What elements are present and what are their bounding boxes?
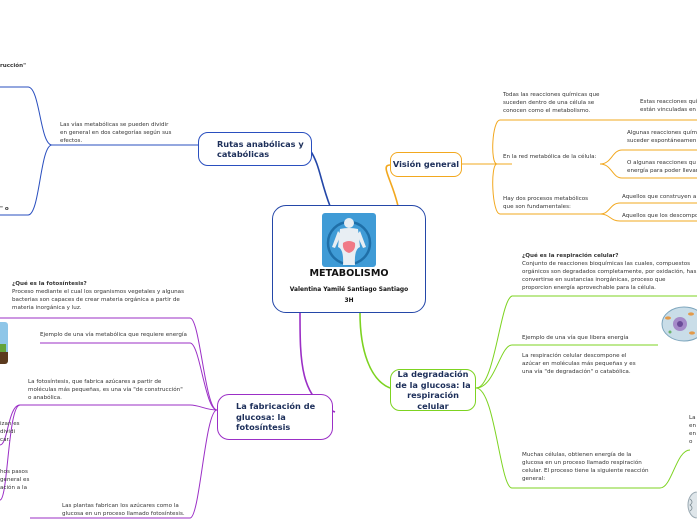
plant-photosynthesis-image bbox=[0, 322, 8, 364]
central-author: Valentina Yamilé Santiago Santiago 3H bbox=[273, 285, 425, 307]
fabricacion-desc: La fotosíntesis, que fabrica azúcares a … bbox=[28, 379, 183, 401]
rutas-edge-top: rucción" bbox=[0, 63, 27, 69]
human-body-icon bbox=[322, 213, 376, 267]
vision-item-3-sub-2: Aquellos que los descompo bbox=[622, 213, 697, 219]
fabricacion-question-block: ¿Qué es la fotosíntesis? Proceso mediant… bbox=[12, 280, 187, 312]
animal-cell-image bbox=[661, 306, 697, 342]
degradacion-example: Ejemplo de una vía que libera energía bbox=[522, 335, 629, 341]
node-degradacion[interactable]: La degradación de la glucosa: la respira… bbox=[390, 369, 476, 411]
fabricacion-plants: Las plantas fabrican los azúcares como l… bbox=[62, 503, 185, 517]
fabricacion-left-2: hos pasos general es ación a la bbox=[0, 469, 30, 491]
node-fabricacion[interactable]: La fabricación de glucosa: la fotosíntes… bbox=[217, 394, 333, 440]
degradacion-question-block: ¿Qué es la respiración celular? Conjunto… bbox=[522, 252, 697, 292]
fabricacion-answer: Proceso mediante el cual los organismos … bbox=[12, 289, 184, 311]
fabricacion-question: ¿Qué es la fotosíntesis? bbox=[12, 281, 87, 287]
vision-item-2-sub-2: O algunas reacciones qu energía para pod… bbox=[627, 160, 697, 174]
degradacion-desc: La respiración celular descompone el azú… bbox=[522, 353, 636, 375]
vision-item-1-sub-1: Estas reacciones quí están vinculadas en bbox=[640, 99, 697, 113]
degradacion-question: ¿Qué es la respiración celular? bbox=[522, 253, 619, 259]
rutas-edge-bottom: " o bbox=[0, 206, 9, 212]
degradacion-edge: La en en o bbox=[689, 415, 696, 445]
rutas-note: Las vías metabólicas se pueden dividir e… bbox=[60, 122, 172, 144]
node-vision[interactable]: Visión general bbox=[390, 152, 462, 177]
node-rutas[interactable]: Rutas anabólicas y catabólicas bbox=[198, 132, 312, 166]
vision-item-1: Todas las reacciones químicas que sucede… bbox=[503, 92, 600, 114]
central-topic[interactable]: METABOLISMO Valentina Yamilé Santiago Sa… bbox=[272, 205, 426, 313]
degradacion-cells: Muchas células, obtienen energía de la g… bbox=[522, 452, 649, 482]
mitochondria-image bbox=[687, 491, 697, 519]
node-vision-label: Visión general bbox=[392, 159, 460, 170]
node-degradacion-label: La degradación de la glucosa: la respira… bbox=[395, 369, 471, 411]
vision-item-3: Hay dos procesos metabólicos que son fun… bbox=[503, 196, 589, 210]
degradacion-answer: Conjunto de reacciones bioquímicas las c… bbox=[522, 261, 697, 291]
group-label: 3H bbox=[344, 298, 354, 304]
vision-item-2-sub-1: Algunas reacciones quím suceder espontán… bbox=[627, 130, 697, 144]
fabricacion-example: Ejemplo de una vía metabólica que requie… bbox=[40, 332, 187, 338]
vision-item-2: En la red metabólica de la célula: bbox=[503, 154, 597, 160]
central-title: METABOLISMO bbox=[309, 268, 389, 279]
vision-item-3-sub-1: Aquellos que construyen a bbox=[622, 194, 697, 200]
author-name: Valentina Yamilé Santiago Santiago bbox=[289, 287, 409, 293]
fabricacion-left-1: izan es dividi car. bbox=[0, 421, 20, 443]
node-rutas-label: Rutas anabólicas y catabólicas bbox=[217, 138, 304, 160]
node-fabricacion-label: La fabricación de glucosa: la fotosíntes… bbox=[236, 401, 316, 433]
